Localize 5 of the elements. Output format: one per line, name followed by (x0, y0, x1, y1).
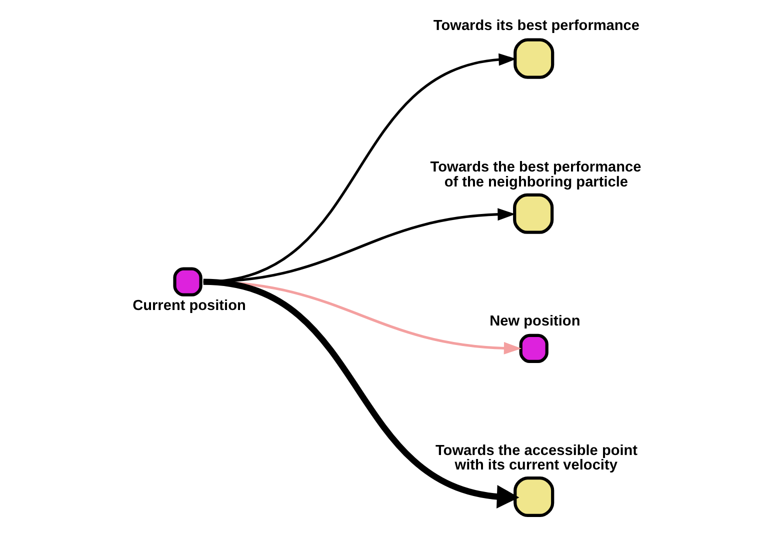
node-label: Towards its best performance (433, 18, 640, 34)
node-label: Current position (132, 298, 246, 314)
node-label: New position (490, 314, 580, 330)
node-label: Towards the best performance of the neighboring particle (430, 160, 642, 190)
node-label: Towards the accessible point with its current velocity (436, 442, 638, 474)
